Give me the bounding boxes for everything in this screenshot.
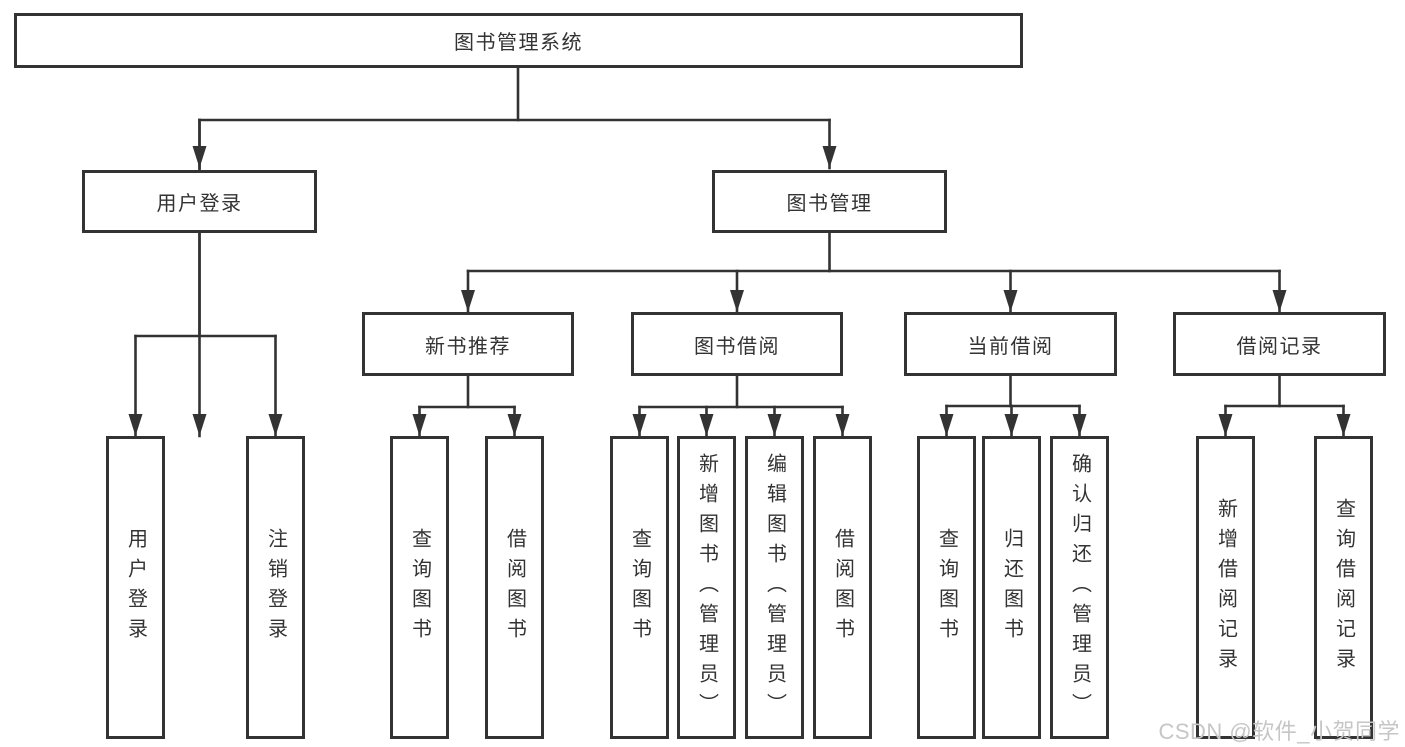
node-book-borrowing: 图书借阅 — [631, 312, 843, 376]
connector-user-login-to-leaves — [128, 231, 283, 438]
node-label: 借阅记录 — [1236, 335, 1323, 358]
connector-root-to-level2 — [192, 66, 837, 438]
leaf-edit-books-admin: 编辑图书（管理员） — [745, 436, 804, 739]
connector-book-management-to-level3 — [461, 231, 1287, 314]
connector-borrowing-records-to-leaves — [1218, 374, 1351, 438]
node-label: 图书借阅 — [694, 335, 780, 358]
leaf-borrow-books: 借阅图书 — [813, 436, 872, 739]
leaf-label: 查询借阅记录 — [1332, 497, 1355, 678]
leaf-borrow-books-recommendation: 借阅图书 — [485, 436, 544, 739]
connector-book-borrowing-to-leaves — [632, 374, 850, 438]
leaf-query-borrowing-record: 查询借阅记录 — [1314, 436, 1373, 739]
leaf-query-books-borrowing: 查询图书 — [610, 436, 669, 739]
leaf-return-books: 归还图书 — [982, 436, 1041, 739]
leaf-label: 编辑图书（管理员） — [763, 452, 786, 723]
leaf-label: 查询图书 — [935, 527, 958, 648]
leaf-label: 注销登录 — [264, 527, 287, 648]
leaf-logout-login: 注销登录 — [246, 436, 305, 739]
leaf-label: 查询图书 — [628, 527, 651, 648]
node-label: 新书推荐 — [425, 335, 511, 358]
leaf-label: 归还图书 — [1000, 527, 1023, 648]
node-book-management: 图书管理 — [712, 170, 947, 233]
node-label: 用户登录 — [156, 193, 243, 215]
leaf-label: 确认归还（管理员） — [1068, 452, 1091, 723]
connector-current-borrowing-to-leaves — [939, 374, 1087, 438]
leaf-label: 查询图书 — [408, 527, 431, 648]
leaf-label: 用户登录 — [124, 527, 147, 648]
leaf-add-books-admin: 新增图书（管理员） — [677, 436, 736, 739]
node-label: 当前借阅 — [967, 335, 1054, 358]
node-user-login: 用户登录 — [82, 170, 317, 233]
leaf-query-books-current: 查询图书 — [917, 436, 976, 739]
leaf-label: 新增图书（管理员） — [695, 452, 718, 723]
leaf-add-borrowing-record: 新增借阅记录 — [1196, 436, 1255, 739]
leaf-label: 借阅图书 — [503, 527, 526, 648]
csdn-watermark: CSDN @软件_小贺同学 — [1158, 719, 1400, 744]
node-label: 图书管理系统 — [454, 32, 583, 54]
leaf-user-login: 用户登录 — [106, 436, 165, 739]
leaf-label: 新增借阅记录 — [1214, 497, 1237, 678]
node-current-borrowing: 当前借阅 — [904, 312, 1117, 376]
leaf-label: 借阅图书 — [831, 527, 854, 648]
node-library-management-system: 图书管理系统 — [14, 13, 1023, 68]
leaf-query-books-recommendation: 查询图书 — [390, 436, 449, 739]
leaf-confirm-return-admin: 确认归还（管理员） — [1050, 436, 1109, 739]
node-borrowing-records: 借阅记录 — [1173, 312, 1386, 376]
node-new-book-recommendation: 新书推荐 — [362, 312, 574, 376]
connector-new-book-recommendation-to-leaves — [412, 374, 522, 438]
node-label: 图书管理 — [786, 193, 873, 215]
